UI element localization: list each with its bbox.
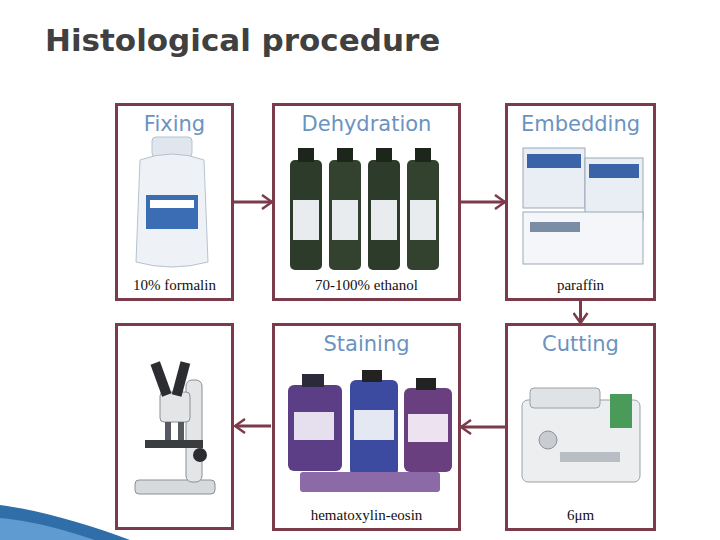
step-material: 6μm: [565, 507, 596, 524]
step-box: Staining hematoxylin-eosin: [272, 323, 461, 531]
diagram-title: Histological procedure: [45, 22, 440, 58]
step-arrow: [461, 426, 505, 429]
step-arrow: [234, 201, 272, 204]
step-heading: Dehydration: [302, 112, 432, 136]
step-material: 10% formalin: [131, 277, 218, 294]
step-arrow: [461, 201, 505, 204]
step-heading: Staining: [323, 332, 409, 356]
corner-swoosh: [0, 505, 130, 540]
step-arrow: [579, 301, 582, 323]
step-box: Fixing 10% formalin: [115, 103, 234, 301]
step-heading: Fixing: [144, 112, 205, 136]
stain-bottles: [288, 370, 452, 492]
microscope-box: [117, 325, 233, 529]
step-material: 70-100% ethanol: [313, 277, 420, 294]
step-box: Embedding paraffin: [505, 103, 656, 301]
step-heading: Cutting: [542, 332, 619, 356]
paraffin-packages: [523, 148, 643, 264]
step-material: paraffin: [555, 277, 606, 294]
step-box: Dehydration 70-100% ethanol: [272, 103, 461, 301]
corner-swoosh: [0, 518, 95, 540]
formalin-bottle: [136, 137, 208, 267]
microscope-picture: [135, 361, 215, 494]
arrow-to-microscope: [235, 425, 271, 428]
step-material: hematoxylin-eosin: [309, 507, 425, 524]
ethanol-bottles: [290, 148, 439, 270]
step-box: Cutting 6μm: [505, 323, 656, 531]
microtome: [522, 388, 640, 482]
step-heading: Embedding: [521, 112, 640, 136]
